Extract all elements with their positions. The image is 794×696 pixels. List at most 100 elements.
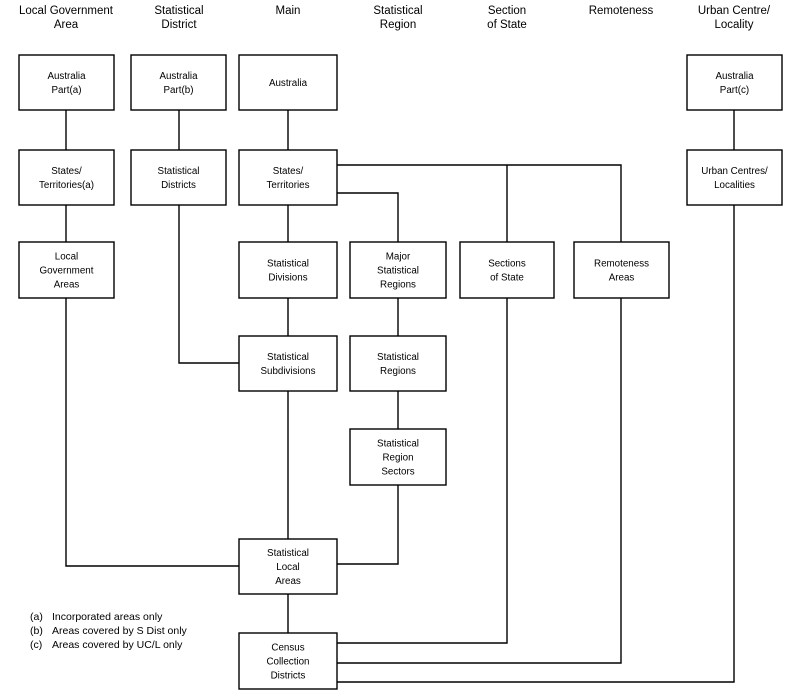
node-label-sdivs: Divisions: [268, 273, 307, 284]
node-label-sla: Areas: [275, 576, 301, 587]
node-label-states: States/: [273, 166, 304, 177]
connector-ucls-to-ccd: [337, 205, 735, 683]
node-label-sregions: Statistical: [377, 352, 419, 363]
node-label-ccd: Census: [271, 643, 304, 654]
node-box-aus[interactable]: [238, 54, 338, 111]
node-states_a[interactable]: States/Territories(a): [18, 149, 115, 206]
node-aus[interactable]: Australia: [238, 54, 338, 111]
node-box-lgas[interactable]: [18, 241, 115, 299]
node-label-sla: Statistical: [267, 548, 309, 559]
node-box-aus_a[interactable]: [18, 54, 115, 111]
column-header-ucl: Urban Centre/: [698, 5, 771, 17]
node-label-srs: Region: [382, 453, 413, 464]
node-box-ucls[interactable]: [686, 149, 783, 206]
column-header-sregion: Region: [380, 19, 416, 31]
footnote-text-1: Areas covered by S Dist only: [52, 625, 188, 637]
node-label-ccd: Districts: [271, 671, 306, 682]
footnotes-group: (a) Incorporated areas only (b) Areas cover…: [30, 611, 188, 651]
node-label-sos_box: of State: [490, 273, 524, 284]
connector-ccd-to-remote: [337, 298, 622, 664]
node-label-srs: Sectors: [381, 467, 414, 478]
node-box-msr[interactable]: [349, 241, 447, 299]
footnote-mark-1: (b): [30, 625, 43, 637]
node-label-states_a: Territories(a): [39, 180, 94, 191]
node-label-ccd: Collection: [266, 657, 309, 668]
node-box-aus_b[interactable]: [130, 54, 227, 111]
connector-ccd-to-sos: [337, 298, 508, 644]
node-box-sdivs[interactable]: [238, 241, 338, 299]
node-box-sdists[interactable]: [130, 149, 227, 206]
node-box-aus_c[interactable]: [686, 54, 783, 111]
connector-states-to-sos-and-remote: [337, 164, 622, 242]
node-label-states_a: States/: [51, 166, 82, 177]
node-box-states[interactable]: [238, 149, 338, 206]
column-header-sos: Section: [488, 5, 526, 17]
node-label-sdists: Statistical: [158, 166, 200, 177]
node-label-srs: Statistical: [377, 439, 419, 450]
column-header-sdist: District: [161, 19, 197, 31]
connector-lgas-to-sla: [65, 298, 239, 567]
column-header-main: Main: [276, 5, 301, 17]
node-ucls[interactable]: Urban Centres/Localities: [686, 149, 783, 206]
node-box-sregions[interactable]: [349, 335, 447, 392]
node-label-ra: Areas: [609, 273, 635, 284]
node-box-states_a[interactable]: [18, 149, 115, 206]
node-label-lgas: Government: [40, 266, 94, 277]
footnote-text-0: Incorporated areas only: [52, 611, 163, 623]
footnote-mark-0: (a): [30, 611, 43, 623]
node-label-sos_box: Sections: [488, 259, 526, 270]
connector-sdists-to-ssubdivs: [178, 205, 239, 364]
node-label-ssubdivs: Statistical: [267, 352, 309, 363]
column-header-sos: of State: [487, 19, 527, 31]
node-box-sla[interactable]: [238, 538, 338, 595]
node-label-ssubdivs: Subdivisions: [260, 366, 315, 377]
node-label-lgas: Areas: [54, 280, 80, 291]
node-label-aus: Australia: [269, 78, 308, 89]
node-label-sregions: Regions: [380, 366, 416, 377]
column-header-sregion: Statistical: [373, 5, 422, 17]
footnote-text-2: Areas covered by UC/L only: [52, 639, 183, 651]
node-label-aus_b: Australia: [159, 71, 198, 82]
node-box-sos_box[interactable]: [459, 241, 555, 299]
node-label-aus_c: Part(c): [720, 85, 749, 96]
node-box-srs[interactable]: [349, 428, 447, 486]
node-label-msr: Major: [386, 252, 411, 263]
node-box-ra[interactable]: [573, 241, 670, 299]
column-header-remote: Remoteness: [589, 5, 654, 17]
column-header-ucl: Locality: [715, 19, 754, 31]
node-label-aus_b: Part(b): [164, 85, 194, 96]
column-header-lga: Local Government: [19, 5, 114, 17]
node-label-msr: Statistical: [377, 266, 419, 277]
node-sos_box[interactable]: Sections of State: [459, 241, 555, 299]
node-label-ucls: Urban Centres/: [701, 166, 768, 177]
node-box-ccd[interactable]: [238, 632, 338, 690]
node-label-sdivs: Statistical: [267, 259, 309, 270]
node-box-ssubdivs[interactable]: [238, 335, 338, 392]
node-label-aus_a: Part(a): [52, 85, 82, 96]
connectors-group: [65, 110, 735, 683]
node-states[interactable]: States/Territories: [238, 149, 338, 206]
node-label-aus_c: Australia: [715, 71, 754, 82]
node-label-sdists: Districts: [161, 180, 196, 191]
boxes-group: AustraliaPart(a)AustraliaPart(b)Australi…: [18, 54, 783, 690]
column-header-lga: Area: [54, 19, 79, 31]
column-header-sdist: Statistical: [154, 5, 203, 17]
footnote-mark-2: (c): [30, 639, 42, 651]
node-label-msr: Regions: [380, 280, 416, 291]
